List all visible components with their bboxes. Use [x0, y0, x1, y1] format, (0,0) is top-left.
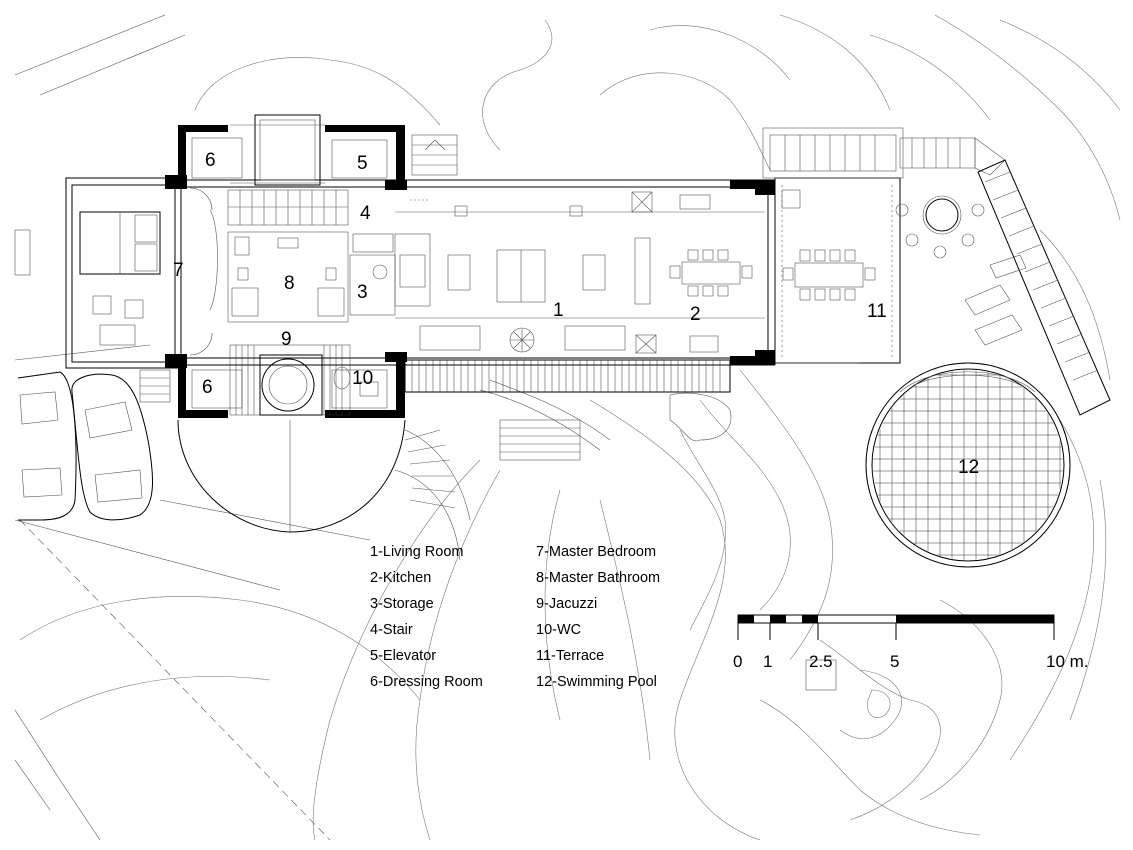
scale-label: 10 m. [1046, 652, 1089, 671]
scale-label: 2.5 [809, 652, 833, 671]
room-number-wc: 10 [352, 368, 373, 389]
room-number-elevator: 5 [357, 153, 368, 174]
legend-item: 6-Dressing Room [370, 674, 483, 690]
room-number-terrace: 11 [867, 301, 887, 322]
interior-fittings [79, 187, 765, 416]
room-labels: 1 2 3 4 5 6 6 7 8 9 10 11 12 [173, 150, 979, 478]
swimming-pool [865, 362, 1071, 568]
scale-label: 1 [763, 652, 772, 671]
legend-item: 3-Storage [370, 596, 434, 612]
legend-item: 5-Elevator [370, 648, 436, 664]
legend-item: 12-Swimming Pool [536, 674, 657, 690]
legend-item: 9-Jacuzzi [536, 596, 597, 612]
site-context [14, 14, 1121, 841]
legend-item: 4-Stair [370, 622, 413, 638]
room-number-swimming-pool: 12 [958, 457, 979, 478]
scale-label: 0 [733, 652, 742, 671]
legend-item: 1-Living Room [370, 544, 464, 560]
room-number-storage: 3 [357, 282, 368, 303]
room-number-kitchen: 2 [690, 304, 701, 325]
room-number-stair: 4 [360, 203, 371, 224]
room-number-dressing-room-top: 6 [205, 150, 216, 171]
legend-item: 8-Master Bathroom [536, 570, 660, 586]
legend-item: 10-WC [536, 622, 581, 638]
room-number-living-room: 1 [553, 300, 564, 321]
room-number-dressing-room-bottom: 6 [202, 377, 213, 398]
scale-label: 5 [890, 652, 899, 671]
scale-bar: 0 1 2.5 5 10 m. [733, 614, 1089, 671]
parked-car [71, 373, 154, 521]
legend-item: 7-Master Bedroom [536, 544, 656, 560]
terrace [762, 127, 1111, 416]
legend-item: 2-Kitchen [370, 570, 431, 586]
legend: 1-Living Room 2-Kitchen 3-Storage 4-Stai… [370, 544, 660, 690]
parked-car [17, 371, 77, 521]
legend-item: 11-Terrace [536, 648, 604, 664]
entry-bridge [404, 359, 732, 442]
room-number-master-bathroom: 8 [284, 273, 295, 294]
room-number-jacuzzi: 9 [281, 329, 292, 350]
curved-terrace [177, 419, 471, 561]
house-walls [65, 114, 776, 418]
room-number-master-bedroom: 7 [173, 260, 184, 281]
